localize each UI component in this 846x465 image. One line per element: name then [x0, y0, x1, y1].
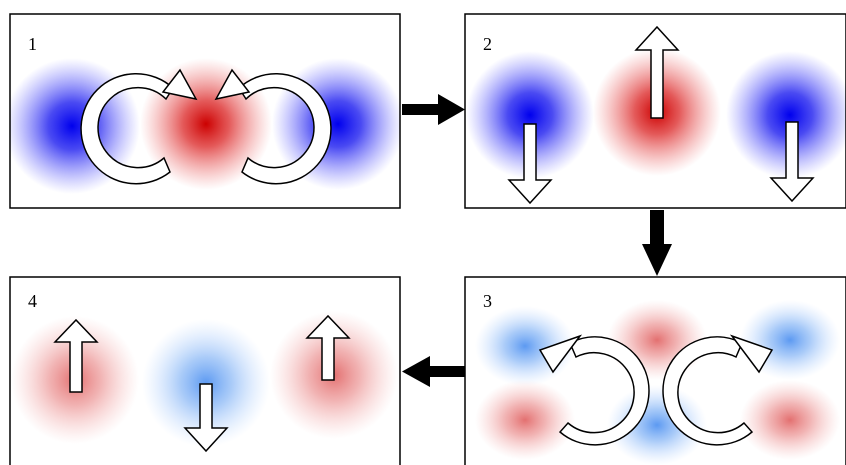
panel-label: 1	[28, 34, 37, 54]
panel-label: 3	[483, 291, 492, 311]
panel-1: 1	[4, 14, 404, 208]
connector-arrow-2-to-3	[642, 210, 672, 276]
cool-blob	[740, 300, 840, 380]
connector-arrow-3-to-4	[402, 356, 465, 387]
panel-4: 4	[10, 277, 400, 465]
warm-blob	[740, 380, 840, 460]
panel-3: 3	[465, 277, 846, 465]
warm-blob	[607, 300, 707, 380]
connector-arrow-1-to-2	[402, 94, 465, 125]
panel-label: 4	[28, 291, 37, 311]
warm-blob	[475, 380, 575, 460]
panel-2: 2	[465, 14, 846, 208]
panel-label: 2	[483, 34, 492, 54]
